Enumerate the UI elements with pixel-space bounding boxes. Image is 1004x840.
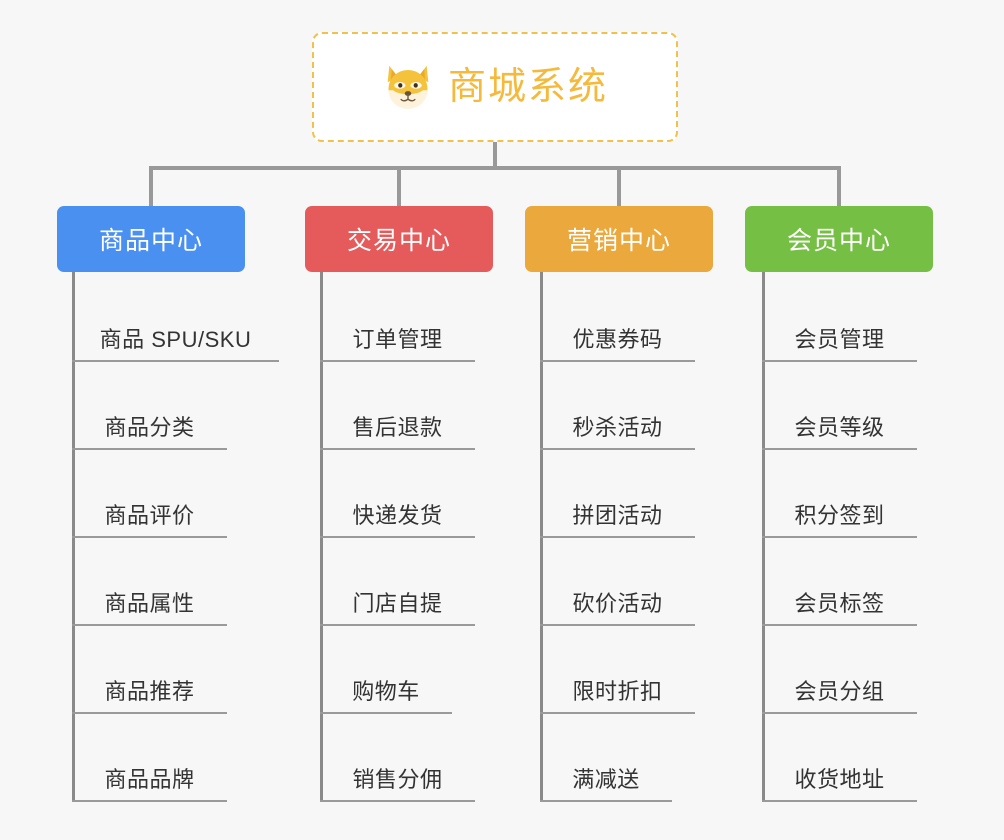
leaf-item-underline xyxy=(762,448,917,450)
leaf-item[interactable]: 售后退款 xyxy=(320,382,475,450)
leaf-item[interactable]: 积分签到 xyxy=(762,470,917,538)
leaf-item[interactable]: 商品属性 xyxy=(72,558,227,626)
leaf-item[interactable]: 会员标签 xyxy=(762,558,917,626)
dog-face-icon xyxy=(382,61,434,113)
leaf-item[interactable]: 优惠券码 xyxy=(540,294,695,362)
leaf-item-underline xyxy=(540,712,695,714)
connector-drop-2 xyxy=(397,166,401,208)
leaf-item-label: 售后退款 xyxy=(352,414,443,440)
leaf-item[interactable]: 商品品牌 xyxy=(72,734,227,802)
leaf-item[interactable]: 商品评价 xyxy=(72,470,227,538)
leaf-item-label: 订单管理 xyxy=(352,326,443,352)
leaf-item[interactable]: 收货地址 xyxy=(762,734,917,802)
leaf-item-label: 商品分类 xyxy=(104,414,195,440)
leaf-item[interactable]: 会员分组 xyxy=(762,646,917,714)
category-box-1[interactable]: 商品中心 xyxy=(57,206,245,272)
leaf-item[interactable]: 会员管理 xyxy=(762,294,917,362)
leaf-item-label: 商品属性 xyxy=(104,590,195,616)
leaf-item[interactable]: 会员等级 xyxy=(762,382,917,450)
leaf-item-label: 购物车 xyxy=(352,678,420,704)
leaf-item-underline xyxy=(762,800,917,802)
root-node-mall-system[interactable]: 商城系统 xyxy=(312,32,678,142)
category-title: 交易中心 xyxy=(346,227,451,255)
leaf-item[interactable]: 砍价活动 xyxy=(540,558,695,626)
leaf-item[interactable]: 订单管理 xyxy=(320,294,475,362)
leaf-item-label: 门店自提 xyxy=(352,590,443,616)
leaf-item-underline xyxy=(320,360,475,362)
leaf-item[interactable]: 商品 SPU/SKU xyxy=(72,294,279,362)
leaf-item[interactable]: 商品分类 xyxy=(72,382,227,450)
leaf-item-underline xyxy=(540,536,695,538)
leaf-item-underline xyxy=(320,712,452,714)
leaf-item-label: 快递发货 xyxy=(352,502,443,528)
leaf-item-label: 商品推荐 xyxy=(104,678,195,704)
leaf-item[interactable]: 限时折扣 xyxy=(540,646,695,714)
leaf-item-underline xyxy=(72,536,227,538)
leaf-item[interactable]: 商品推荐 xyxy=(72,646,227,714)
leaf-item-underline xyxy=(320,624,475,626)
leaf-item-underline xyxy=(540,360,695,362)
leaf-item-underline xyxy=(540,448,695,450)
leaf-item-label: 商品评价 xyxy=(104,502,195,528)
leaf-item-underline xyxy=(72,712,227,714)
leaf-item-underline xyxy=(72,448,227,450)
root-node-title: 商城系统 xyxy=(447,66,608,108)
leaf-item-label: 商品品牌 xyxy=(104,766,195,792)
connector-horizontal-bus xyxy=(149,166,839,170)
leaf-item[interactable]: 购物车 xyxy=(320,646,452,714)
connector-drop-4 xyxy=(837,166,841,208)
leaf-item-underline xyxy=(72,624,227,626)
leaf-item-label: 优惠券码 xyxy=(572,326,663,352)
leaf-item-underline xyxy=(72,800,227,802)
leaf-item-label: 砍价活动 xyxy=(572,590,663,616)
leaf-item-underline xyxy=(320,448,475,450)
leaf-item-underline xyxy=(320,800,475,802)
leaf-item-label: 限时折扣 xyxy=(572,678,663,704)
leaf-item-label: 会员分组 xyxy=(794,678,885,704)
leaf-item-label: 会员等级 xyxy=(794,414,885,440)
connector-drop-1 xyxy=(149,166,153,208)
leaf-item[interactable]: 满减送 xyxy=(540,734,672,802)
leaf-item[interactable]: 拼团活动 xyxy=(540,470,695,538)
leaf-item[interactable]: 销售分佣 xyxy=(320,734,475,802)
leaf-item[interactable]: 快递发货 xyxy=(320,470,475,538)
leaf-item-label: 秒杀活动 xyxy=(572,414,663,440)
category-box-4[interactable]: 会员中心 xyxy=(745,206,933,272)
leaf-item-label: 会员标签 xyxy=(794,590,885,616)
leaf-item[interactable]: 秒杀活动 xyxy=(540,382,695,450)
leaf-item-underline xyxy=(762,624,917,626)
leaf-item-label: 商品 SPU/SKU xyxy=(99,326,252,352)
leaf-item-label: 会员管理 xyxy=(794,326,885,352)
leaf-item-underline xyxy=(540,624,695,626)
category-title: 会员中心 xyxy=(786,227,891,255)
leaf-item-label: 满减送 xyxy=(572,766,640,792)
leaf-item-underline xyxy=(320,536,475,538)
leaf-item-label: 拼团活动 xyxy=(572,502,663,528)
category-box-2[interactable]: 交易中心 xyxy=(305,206,493,272)
category-title: 商品中心 xyxy=(98,227,203,255)
connector-drop-3 xyxy=(617,166,621,208)
leaf-item-underline xyxy=(762,360,917,362)
leaf-item-underline xyxy=(72,360,279,362)
leaf-item[interactable]: 门店自提 xyxy=(320,558,475,626)
category-title: 营销中心 xyxy=(566,227,671,255)
leaf-item-label: 积分签到 xyxy=(794,502,885,528)
category-box-3[interactable]: 营销中心 xyxy=(525,206,713,272)
leaf-item-label: 销售分佣 xyxy=(352,766,443,792)
connector-root-stem xyxy=(493,142,497,170)
leaf-item-underline xyxy=(762,712,917,714)
leaf-item-underline xyxy=(762,536,917,538)
leaf-item-label: 收货地址 xyxy=(794,766,885,792)
leaf-item-underline xyxy=(540,800,672,802)
